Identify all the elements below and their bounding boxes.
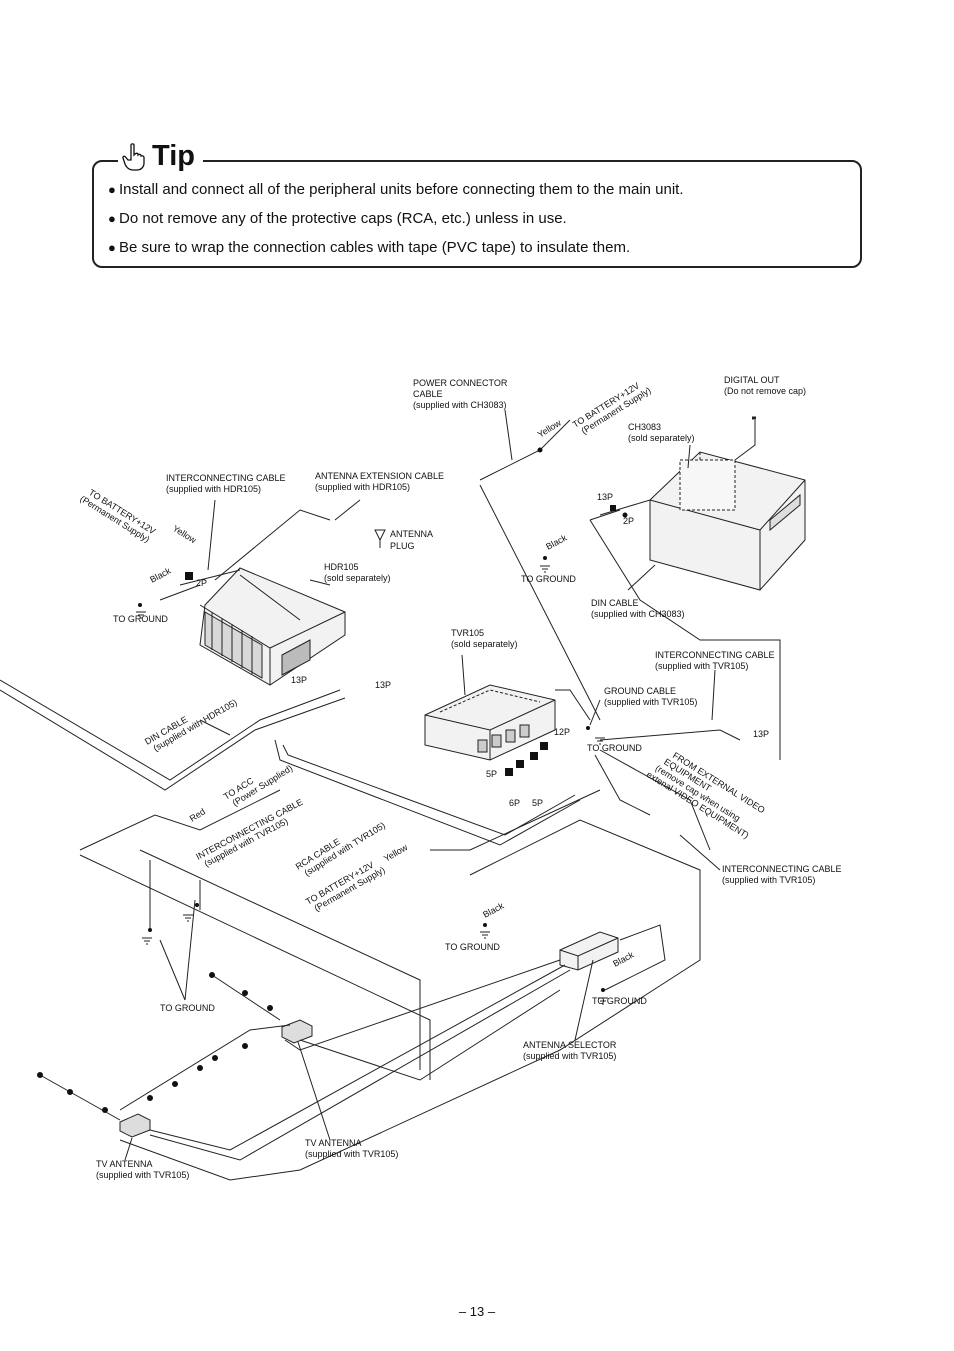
page-number: – 13 –	[458, 1304, 496, 1319]
ground-cable-label: GROUND CABLE(supplied with TVR105)	[604, 686, 697, 707]
tvr105-label: TVR105(sold separately)	[451, 628, 518, 649]
tv-antenna-label: TV ANTENNA(supplied with TVR105)	[96, 1159, 189, 1180]
antenna-selector-unit	[559, 931, 619, 971]
connector-13p-label: 13P	[375, 680, 391, 690]
to-ground-label: TO GROUND	[587, 743, 642, 753]
tip-item: ●Be sure to wrap the connection cables w…	[108, 239, 631, 256]
yellow-label: Yellow	[171, 523, 199, 545]
connector-2p-label: 2P	[196, 578, 207, 588]
connector-12p-label: 12P	[554, 727, 570, 737]
to-battery-left-label: TO BATTERY+12V(Permanent Supply)	[78, 485, 157, 545]
hdr105-label: HDR105(sold separately)	[324, 562, 391, 583]
interconnect-tvr-mid-label: INTERCONNECTING CABLE(supplied with TVR1…	[194, 797, 309, 871]
red-label: Red	[188, 806, 207, 823]
connector-6p-label: 6P	[509, 798, 520, 808]
hdr105-unit	[199, 567, 346, 686]
connector-5p-label: 5P	[532, 798, 543, 808]
din-hdr105-label: DIN CABLE(supplied with HDR105)	[143, 689, 239, 756]
black-label: Black	[481, 900, 506, 919]
ch3083-label: CH3083(sold separately)	[628, 422, 695, 443]
black-label: Black	[544, 532, 569, 551]
connector-13p-label: 13P	[597, 492, 613, 502]
tip-header: Tip	[118, 140, 203, 173]
interconnect-hdr-label: INTERCONNECTING CABLE(supplied with HDR1…	[166, 473, 286, 494]
to-ground-label: TO GROUND	[592, 996, 647, 1006]
connector-5p-label: 5P	[486, 769, 497, 779]
tv-antenna-box-2	[119, 1113, 151, 1138]
from-ext-video-label: FROM EXTERNAL VIDEOEQUIPMENT(remove cap …	[645, 744, 767, 841]
connector-13p-label: 13P	[291, 675, 307, 685]
to-acc-label: TO ACC(Power Supplied)	[222, 755, 295, 811]
tv-antenna-label: TV ANTENNA(supplied with TVR105)	[305, 1138, 398, 1159]
tip-item: ●Install and connect all of the peripher…	[108, 181, 684, 198]
antenna-selector-label: ANTENNA SELECTOR(supplied with TVR105)	[523, 1040, 617, 1061]
black-label: Black	[148, 565, 173, 584]
connector-2p-label: 2P	[623, 516, 634, 526]
digital-out-label: DIGITAL OUT(Do not remove cap)	[724, 375, 806, 396]
tv-antenna-box-1	[281, 1019, 313, 1044]
din-ch3083-label: DIN CABLE(supplied with CH3083)	[591, 598, 685, 619]
tip-box	[92, 160, 862, 268]
tip-list: ●Install and connect all of the peripher…	[108, 178, 684, 265]
tvr105-unit	[424, 684, 556, 761]
tip-title: Tip	[152, 140, 195, 172]
tip-item: ●Do not remove any of the protective cap…	[108, 210, 567, 227]
ch3083-unit	[649, 416, 806, 591]
pointing-hand-icon	[122, 142, 145, 171]
connector-13p-label: 13P	[753, 729, 769, 739]
yellow-label: Yellow	[382, 842, 410, 864]
yellow-label: Yellow	[536, 417, 564, 439]
to-ground-label: TO GROUND	[521, 574, 576, 584]
antenna-ext-label: ANTENNA EXTENSION CABLE(supplied with HD…	[315, 471, 444, 492]
to-ground-label: TO GROUND	[160, 1003, 215, 1013]
to-ground-label: TO GROUND	[445, 942, 500, 952]
interconnect-tvr-lower-label: INTERCONNECTING CABLE(supplied with TVR1…	[722, 864, 842, 885]
to-ground-label: TO GROUND	[113, 614, 168, 624]
interconnect-tvr-right-label: INTERCONNECTING CABLE(supplied with TVR1…	[655, 650, 775, 671]
